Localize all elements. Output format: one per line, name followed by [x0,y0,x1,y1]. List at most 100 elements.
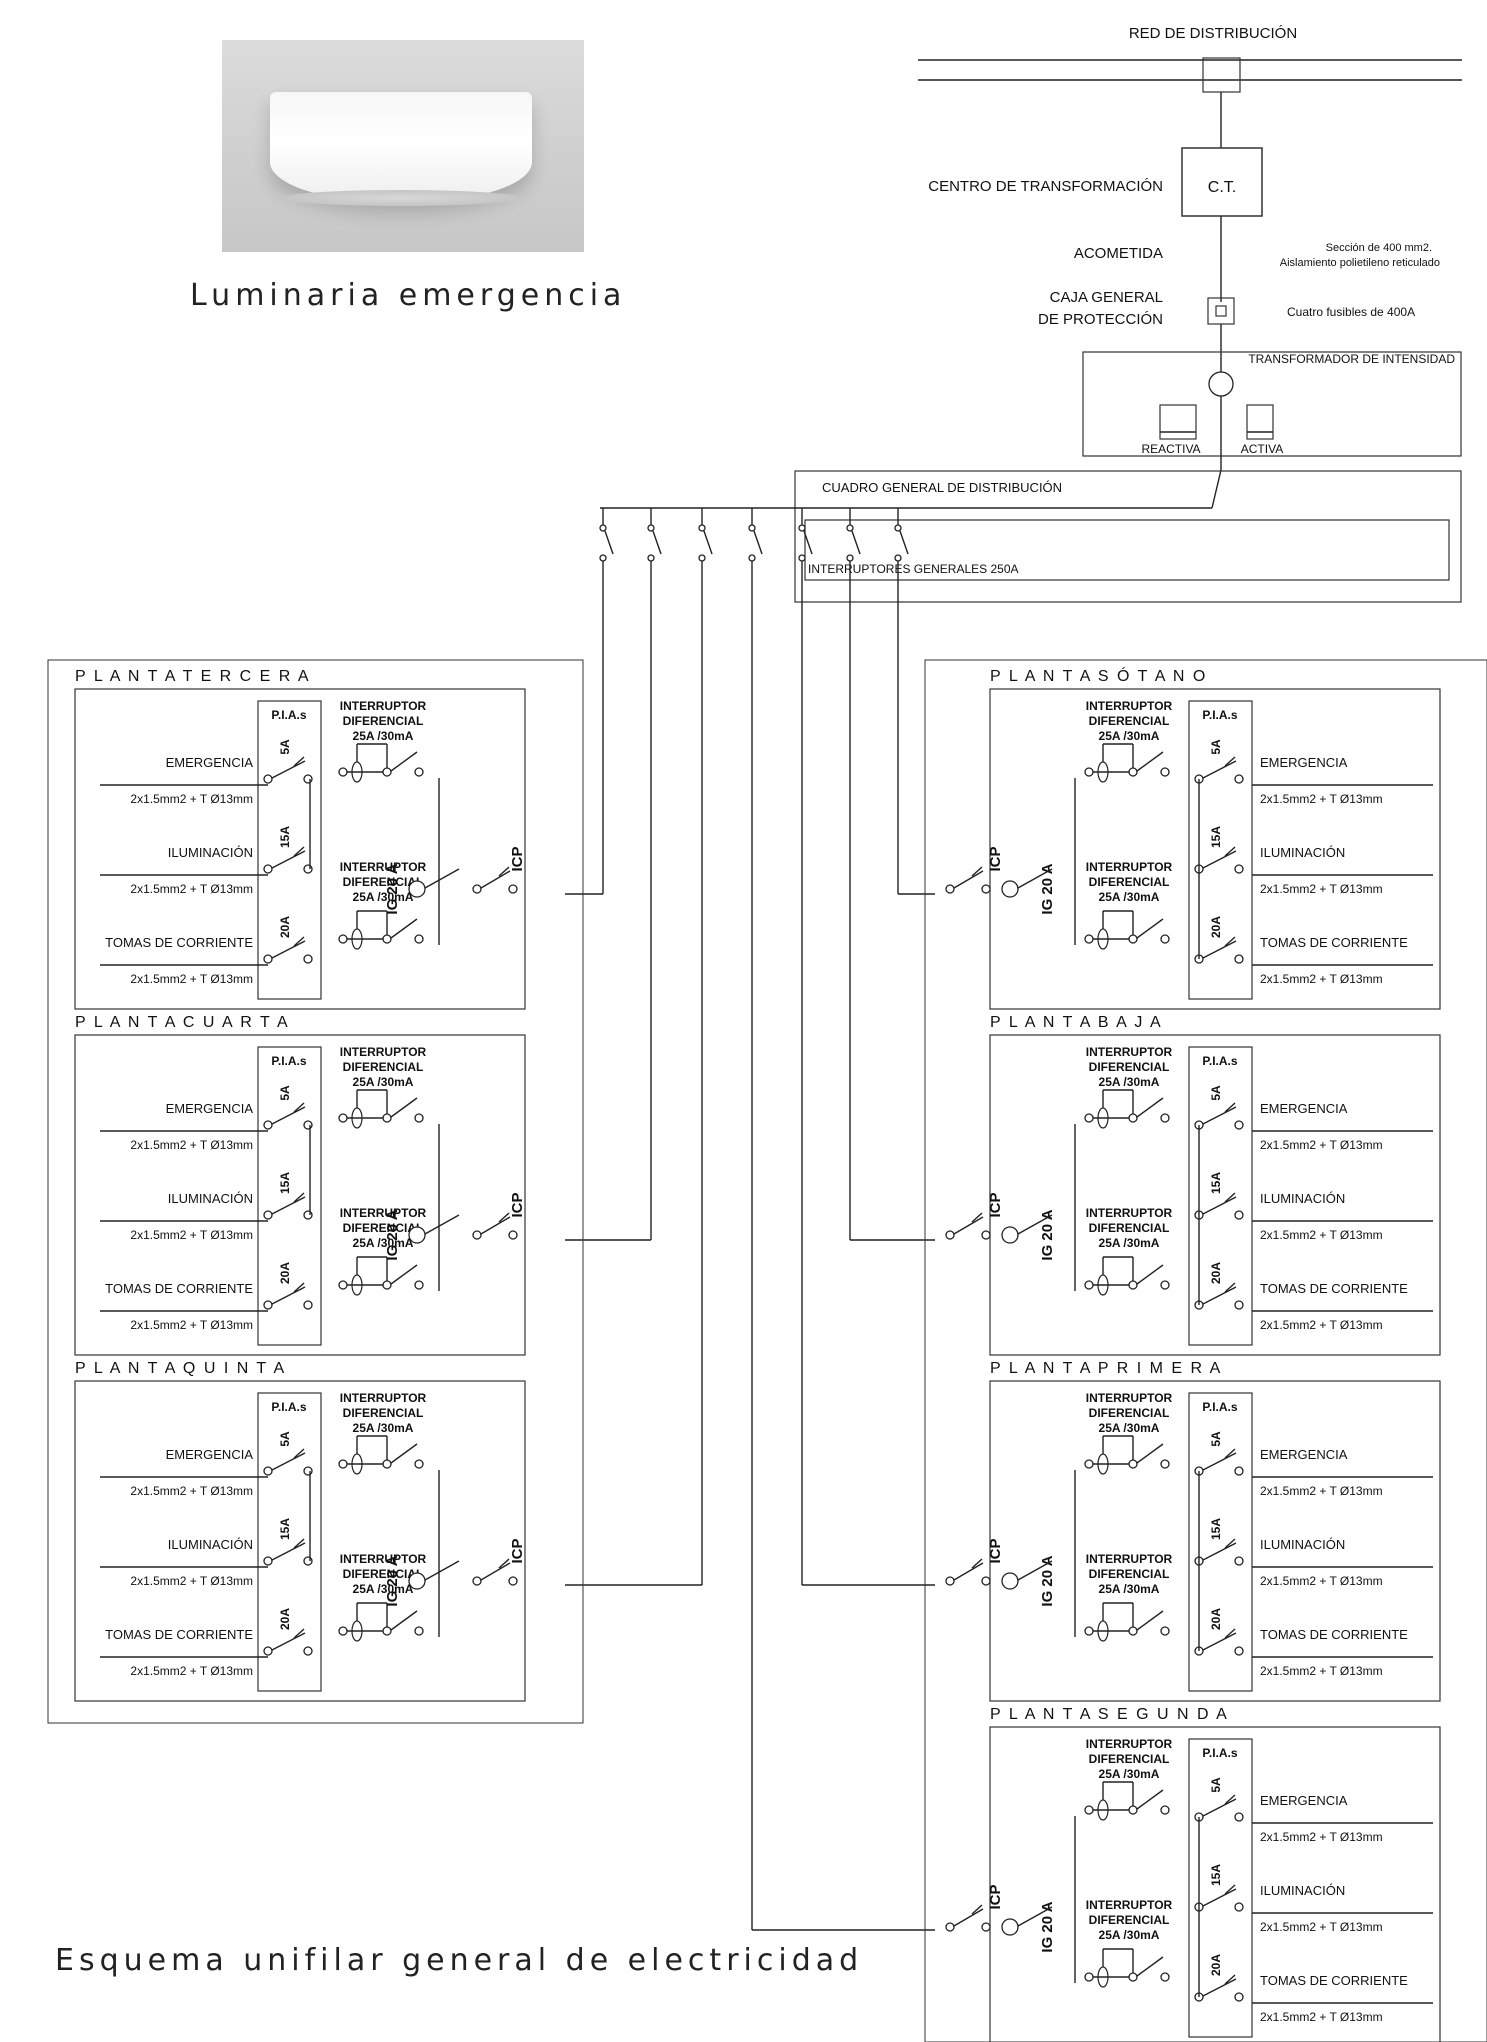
floor-tercera-pia-1-blade-mark [293,846,305,857]
floor-baja-diff1-terminal-c [1160,1113,1170,1123]
floor-primera-icp-blade-mark [971,1558,983,1569]
floor-quinta-rating-2: 20A [278,1608,292,1630]
floor-quinta-ig-label: IG 20 A [384,1555,401,1606]
floor-segunda-pia-1-blade-mark [1224,1884,1236,1895]
floor-baja-cable-0: 2x1.5mm2 + T Ø13mm [1260,1138,1383,1152]
red-distribucion-label: RED DE DISTRIBUCIÓN [1129,25,1297,42]
floor-baja-pia-2-blade [1202,1286,1237,1305]
floor-tercera-icp-blade-mark [498,866,510,877]
luminaire-rim [280,190,522,206]
floor-sotano-diff1-blade [1136,751,1164,772]
floor-sotano-diff2-l3: 25A /30mA [1099,890,1160,904]
floor-baja-diff1-terminal-b [1128,1113,1138,1123]
floor-baja-pias-label: P.I.A.s [1202,1054,1237,1068]
floor-segunda-pia-0-blade-mark [1224,1794,1236,1805]
floor-tercera-diff2-l3: 25A /30mA [353,890,414,904]
floor-quinta-pia-1-terminal-b [303,1556,313,1566]
general-breaker-primera-blade [803,530,813,555]
floor-baja-rating-2: 20A [1209,1262,1223,1284]
floor-tercera-cable-0: 2x1.5mm2 + T Ø13mm [130,792,253,806]
floor-baja-pia-1-blade-mark [1224,1192,1236,1203]
floor-cuarta-pia-2-terminal-b [303,1300,313,1310]
cgp-label-2: DE PROTECCIÓN [1038,311,1163,328]
floor-cuarta-circuit-name-1: ILUMINACIÓN [168,1191,253,1206]
floor-tercera-ig-label: IG 20 A [384,863,401,914]
floor-sotano-pia-1-blade [1202,850,1237,869]
cuadro-label: CUADRO GENERAL DE DISTRIBUCIÓN [822,480,1062,495]
floor-quinta-pia-0-terminal-b [303,1466,313,1476]
left-enclosure [47,659,584,1724]
floor-sotano-pia-2-terminal-b [1234,954,1244,964]
floor-cuarta-circuit-name-2: TOMAS DE CORRIENTE [105,1281,253,1296]
floor-quinta-pia-0-blade-mark [293,1448,305,1459]
floor-segunda-diff2-l2: DIFERENCIAL [1089,1913,1170,1927]
general-breaker-baja-terminal-b [846,554,854,562]
floor-baja-panel [989,1034,1441,1356]
floor-segunda-circuit-name-0: EMERGENCIA [1260,1793,1348,1808]
floor-quinta-pias-label: P.I.A.s [271,1400,306,1414]
photo-caption: Luminaria emergencia [190,278,627,313]
floor-segunda-pia-2-blade [1202,1978,1237,1997]
floor-quinta-icp-blade-mark [498,1558,510,1569]
floor-quinta-diff1-l2: DIFERENCIAL [343,1406,424,1420]
floor-segunda-diff1-blade [1136,1789,1164,1810]
floor-primera-pia-0-blade [1202,1452,1237,1471]
floor-cuarta-diff2-terminal-b [382,1280,392,1290]
floor-tercera-title: P L A N T A T E R C E R A [75,668,311,685]
floor-sotano-ig-label: IG 20 A [1039,863,1056,914]
general-breaker-segunda-terminal-a [748,524,756,532]
floor-sotano-diff2-terminal-a [1084,934,1094,944]
floor-primera-icp-blade [953,1562,984,1581]
floor-primera-icp-terminal-b [981,1576,991,1586]
floor-baja-ig-terminal [1001,1226,1019,1244]
floor-quinta-diff1-l1: INTERRUPTOR [340,1391,427,1405]
floor-cuarta-pia-1-blade-mark [293,1192,305,1203]
floor-sotano-diff2-terminal-c [1160,934,1170,944]
floor-cuarta-pia-1-terminal-a [263,1210,273,1220]
interruptores-label: INTERRUPTORES GENERALES 250A [808,562,1019,576]
floor-tercera-pia-1-terminal-a [263,864,273,874]
floor-quinta-icp-label: ICP [509,1538,526,1563]
floor-sotano-cable-2: 2x1.5mm2 + T Ø13mm [1260,972,1383,986]
floor-segunda-diff2-l1: INTERRUPTOR [1086,1898,1173,1912]
floor-baja-diff2-l2: DIFERENCIAL [1089,1221,1170,1235]
floor-segunda-icp-terminal-b [981,1922,991,1932]
floor-sotano-pias-label: P.I.A.s [1202,708,1237,722]
floor-segunda-pia-1-terminal-b [1234,1902,1244,1912]
floor-tercera-pia-0-terminal-b [303,774,313,784]
floor-tercera-rating-2: 20A [278,916,292,938]
floor-baja-diff1-l1: INTERRUPTOR [1086,1045,1173,1059]
floor-segunda-diff2-terminal-b [1128,1972,1138,1982]
acometida-label: ACOMETIDA [1074,245,1163,262]
floor-sotano-pia-2-blade [1202,940,1237,959]
floor-segunda-pia-2-blade-mark [1224,1974,1236,1985]
floor-baja-circuit-name-0: EMERGENCIA [1260,1101,1348,1116]
floor-quinta-rating-1: 15A [278,1518,292,1540]
floor-cuarta-pia-2-blade [271,1286,306,1305]
floor-cuarta-cable-1: 2x1.5mm2 + T Ø13mm [130,1228,253,1242]
floor-primera-diff1-terminal-c [1160,1459,1170,1469]
floor-segunda-rating-2: 20A [1209,1954,1223,1976]
floor-sotano-diff2-terminal-b [1128,934,1138,944]
floor-segunda-cable-2: 2x1.5mm2 + T Ø13mm [1260,2010,1383,2024]
floor-baja-diff2-terminal-a [1084,1280,1094,1290]
floor-segunda-icp-label: ICP [987,1884,1004,1909]
floor-segunda-pia-0-blade [1202,1798,1237,1817]
floor-baja-icp-blade-mark [971,1212,983,1223]
floor-quinta-pia-2-terminal-b [303,1646,313,1656]
floor-baja-pia-2-terminal-b [1234,1300,1244,1310]
floor-primera-diff1-blade [1136,1443,1164,1464]
floor-quinta-circuit-name-2: TOMAS DE CORRIENTE [105,1627,253,1642]
floor-primera-pia-2-blade [1202,1632,1237,1651]
floor-baja-pias-box [1188,1046,1253,1346]
floor-segunda-diff2-terminal-c [1160,1972,1170,1982]
distribution-node [1202,57,1241,93]
floor-tercera-diff2-terminal-c [414,934,424,944]
floor-primera-rating-1: 15A [1209,1518,1223,1540]
floor-segunda-panel [989,1726,1441,2042]
floor-primera-pia-1-blade-mark [1224,1538,1236,1549]
floor-primera-diff2-l3: 25A /30mA [1099,1582,1160,1596]
floor-sotano-pias-box [1188,700,1253,1000]
meter-box [1082,351,1462,457]
